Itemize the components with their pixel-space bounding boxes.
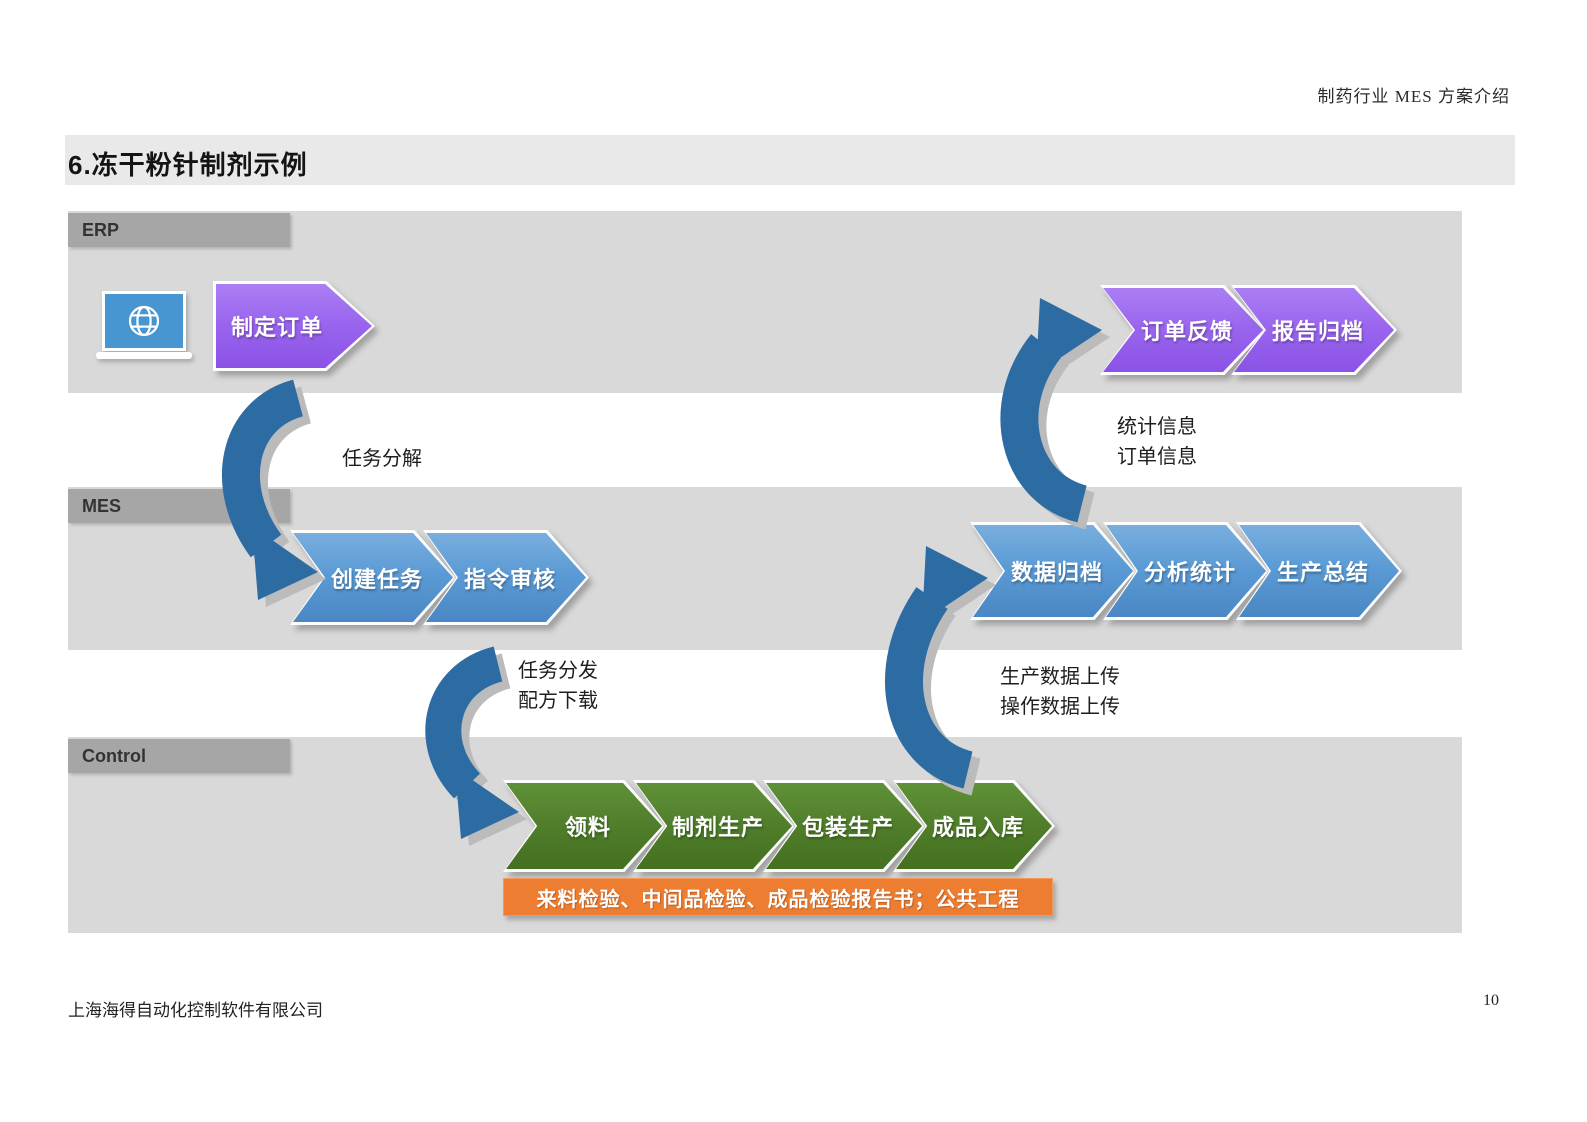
connector-label-line: 任务分发 xyxy=(518,660,598,682)
lane-tab-erp: ERP xyxy=(68,213,290,247)
arrow-shape xyxy=(423,530,589,625)
connector-label-task-decompose: 任务分解 xyxy=(342,448,422,470)
connector-label-line: 配方下载 xyxy=(518,690,598,712)
step-packaging-production: 包装生产 xyxy=(763,780,925,872)
step-material-picking: 领料 xyxy=(503,780,665,872)
connector-label-line: 订单信息 xyxy=(1117,446,1197,468)
title-band xyxy=(65,135,1515,185)
laptop-screen xyxy=(102,291,186,351)
doc-header-title: 制药行业 MES 方案介绍 xyxy=(1317,87,1510,106)
step-create-order: 制定订单 xyxy=(213,281,375,371)
connector-label-task-dispatch: 任务分发 配方下载 xyxy=(518,656,598,716)
curved-arrow-mes-to-erp xyxy=(1000,298,1110,530)
footer-company: 上海海得自动化控制软件有限公司 xyxy=(68,1001,323,1020)
connector-label-line: 操作数据上传 xyxy=(1000,696,1120,718)
globe-icon xyxy=(128,305,160,337)
laptop-icon xyxy=(96,291,192,363)
connector-label-data-upload: 生产数据上传 操作数据上传 xyxy=(1000,662,1120,722)
step-finished-goods-storage: 成品入库 xyxy=(893,780,1055,872)
curved-arrow-mes-to-control xyxy=(425,646,527,846)
step-order-feedback: 订单反馈 xyxy=(1100,285,1266,375)
laptop-base xyxy=(96,352,192,359)
curved-arrow-erp-to-mes xyxy=(221,379,326,607)
connector-label-line: 生产数据上传 xyxy=(1000,666,1120,688)
connector-label-line: 统计信息 xyxy=(1117,416,1197,438)
arrow-shape xyxy=(633,780,795,872)
connector-label-stats-order-info: 统计信息 订单信息 xyxy=(1117,412,1197,472)
page-title: 6.冻干粉针制剂示例 xyxy=(68,150,308,180)
lane-tab-control: Control xyxy=(68,739,290,773)
step-data-archive: 数据归档 xyxy=(970,522,1136,620)
page-number: 10 xyxy=(1483,992,1499,1009)
step-report-archive: 报告归档 xyxy=(1231,285,1397,375)
step-formulation-production: 制剂生产 xyxy=(633,780,795,872)
curved-arrow-control-to-mes xyxy=(885,546,996,796)
step-production-summary: 生产总结 xyxy=(1236,522,1402,620)
step-analysis-stats: 分析统计 xyxy=(1103,522,1269,620)
qa-info-bar: 来料检验、中间品检验、成品检验报告书；公共工程 xyxy=(503,878,1053,916)
step-instruction-review: 指令审核 xyxy=(423,530,589,625)
